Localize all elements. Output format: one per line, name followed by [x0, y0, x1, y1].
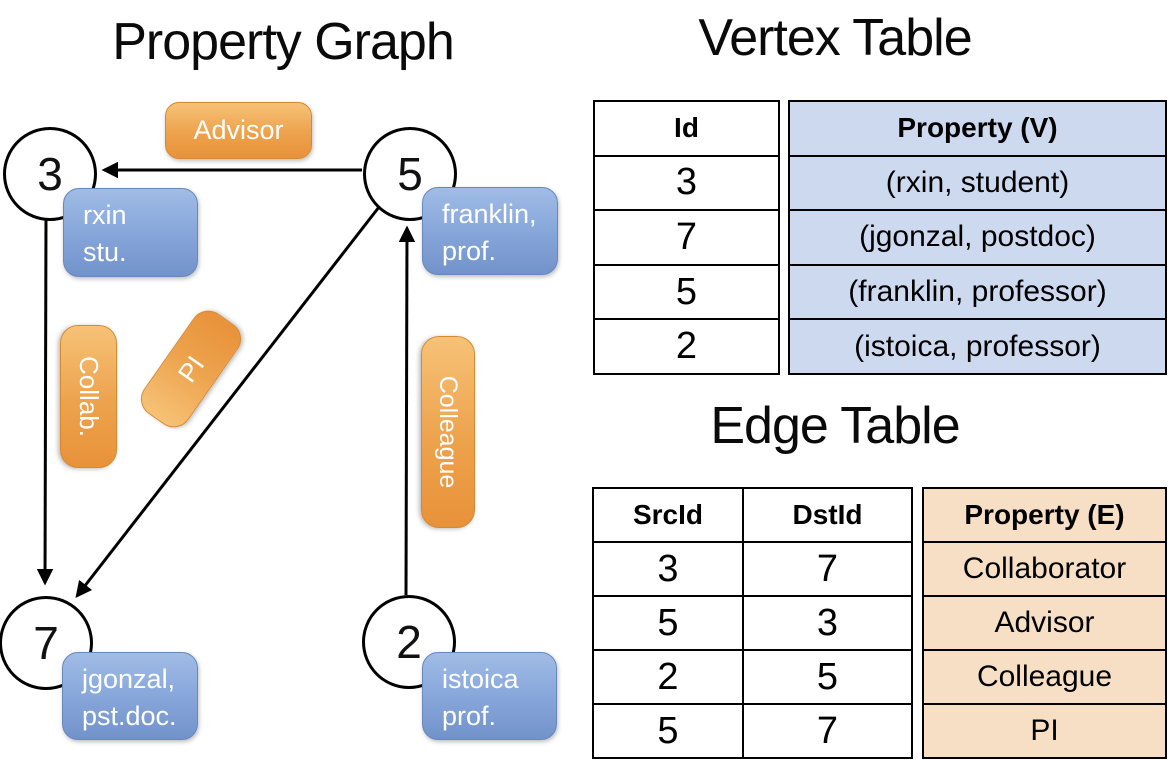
edge-label-collab: Collab.	[60, 325, 117, 468]
vertex-table-title: Vertex Table	[698, 9, 972, 67]
vertex-table-id-cell: 2	[595, 320, 778, 373]
edge-table-title: Edge Table	[710, 397, 960, 455]
vertex-label-istoica-line1: istoica	[442, 664, 519, 694]
vertex-label-jgonzal-line1: jgonzal,	[82, 664, 176, 694]
vertex-table-id-column: Id 3 7 5 2	[593, 100, 780, 375]
edge-table-dstid-header: DstId	[792, 499, 863, 530]
edge-label-advisor: Advisor	[165, 102, 312, 159]
edge-table-id-columns: SrcId DstId 3 7 5 3 2 5 5 7	[592, 487, 913, 759]
vertex-table-property-cell: (rxin, student)	[790, 156, 1165, 212]
vertex-table-property-cell: (istoica, professor)	[790, 320, 1165, 373]
vertex-label-jgonzal-line2: pst.doc.	[82, 701, 177, 731]
vertex-table-property-header: Property (V)	[790, 102, 1165, 157]
edge-table-property-column: Property (E) Collaborator Advisor Collea…	[922, 487, 1167, 759]
edge-table-property-cell: Collaborator	[924, 543, 1165, 597]
vertex-table-property-cell: (franklin, professor)	[790, 265, 1165, 321]
edge-table-dstid-cell: 3	[816, 601, 839, 644]
edge-label-colleague-text: Colleague	[434, 375, 463, 489]
vertex-label-franklin-line2: prof.	[442, 236, 497, 266]
vertex-table-id-cell: 3	[595, 156, 778, 212]
edge-table-dstid-cell: 7	[816, 709, 839, 752]
edge-label-collab-text: Collab.	[74, 356, 104, 437]
vertex-label-istoica: istoica prof.	[422, 652, 557, 740]
edge-table-srcid-cell: 5	[594, 597, 744, 649]
edge-label-advisor-text: Advisor	[193, 115, 284, 145]
vertex-label-rxin: rxin stu.	[63, 188, 198, 277]
edge-arrow-2-to-5	[398, 225, 416, 596]
graph-node-3-id: 3	[37, 148, 63, 200]
vertex-label-rxin-line1: rxin	[83, 200, 127, 230]
edge-table-property-header: Property (E)	[924, 489, 1165, 543]
edge-table-srcid-cell: 5	[594, 705, 744, 757]
vertex-label-franklin-line1: franklin,	[442, 199, 537, 229]
edge-label-pi-text: PI	[171, 350, 210, 388]
edge-table-dstid-cell: 5	[816, 655, 839, 698]
vertex-table-property-cell: (jgonzal, postdoc)	[790, 211, 1165, 266]
vertex-table-id-cell: 7	[595, 211, 778, 266]
vertex-label-franklin: franklin, prof.	[422, 187, 558, 275]
edge-label-pi: PI	[133, 303, 249, 435]
vertex-label-istoica-line2: prof.	[442, 701, 497, 731]
edge-table-srcid-cell: 3	[594, 543, 744, 595]
vertex-table-id-header: Id	[595, 102, 778, 157]
edge-table-property-cell: Colleague	[924, 651, 1165, 705]
property-graph-title: Property Graph	[112, 13, 455, 71]
graph-node-7-id: 7	[33, 617, 59, 669]
graph-node-2-id: 2	[396, 616, 422, 668]
edge-table-dstid-cell: 7	[816, 547, 839, 590]
edge-table-srcid-header: SrcId	[594, 489, 744, 541]
vertex-table-property-column: Property (V) (rxin, student) (jgonzal, p…	[788, 100, 1167, 375]
graph-node-5: 5	[363, 127, 457, 221]
edge-table-srcid-cell: 2	[594, 651, 744, 703]
vertex-label-rxin-line2: stu.	[83, 237, 127, 267]
edge-label-colleague: Colleague	[421, 336, 475, 528]
vertex-table-id-cell: 5	[595, 265, 778, 321]
edge-table-property-cell: PI	[924, 705, 1165, 757]
edge-arrow-3-to-7	[36, 215, 54, 586]
graph-node-3: 3	[3, 127, 97, 221]
edge-table-property-cell: Advisor	[924, 597, 1165, 651]
graph-node-5-id: 5	[397, 148, 423, 200]
vertex-label-jgonzal: jgonzal, pst.doc.	[62, 652, 198, 740]
